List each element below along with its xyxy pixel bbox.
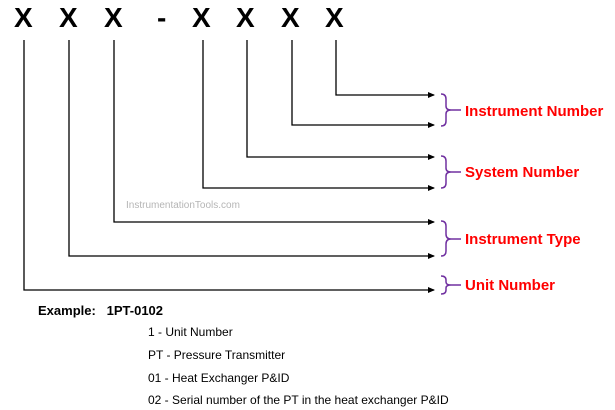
- connector-diagram: Instrument Number System Number Instrume…: [23, 40, 604, 295]
- code-char-7: X: [325, 2, 344, 33]
- label-system-number: System Number: [465, 164, 579, 181]
- label-instrument-type: Instrument Type: [465, 231, 581, 248]
- code-char-1: X: [14, 2, 33, 33]
- label-unit-number: Unit Number: [465, 277, 555, 294]
- leader-line-char-3: [113, 40, 435, 225]
- code-char-5: X: [236, 2, 255, 33]
- leader-line-char-7: [291, 40, 435, 128]
- watermark: InstrumentationTools.com: [126, 200, 240, 211]
- brace-system-number: [440, 155, 452, 189]
- legend-item: 1 - Unit Number: [148, 325, 233, 339]
- legend-item: 01 - Heat Exchanger P&ID: [148, 371, 290, 385]
- code-char-4: X: [192, 2, 211, 33]
- label-instrument-number: Instrument Number: [465, 103, 604, 120]
- example-title: Example: 1PT-0102: [38, 303, 164, 318]
- code-char-6: X: [281, 2, 300, 33]
- brace-instrument-type: [440, 220, 452, 257]
- leader-line-char-1: [23, 40, 435, 293]
- leader-line-char-2: [68, 40, 435, 259]
- brace-instrument-number: [440, 93, 452, 127]
- brace-unit-number: [440, 275, 452, 295]
- legend-item: PT - Pressure Transmitter: [148, 348, 286, 362]
- code-char-2: X: [59, 2, 78, 33]
- code-char-3: X: [104, 2, 123, 33]
- leader-line-char-6: [246, 40, 435, 160]
- leader-line-char-5: [202, 40, 435, 191]
- code-separator: -: [157, 2, 167, 33]
- legend-item: 02 - Serial number of the PT in the heat…: [148, 393, 449, 407]
- leader-line-char-8: [335, 40, 435, 98]
